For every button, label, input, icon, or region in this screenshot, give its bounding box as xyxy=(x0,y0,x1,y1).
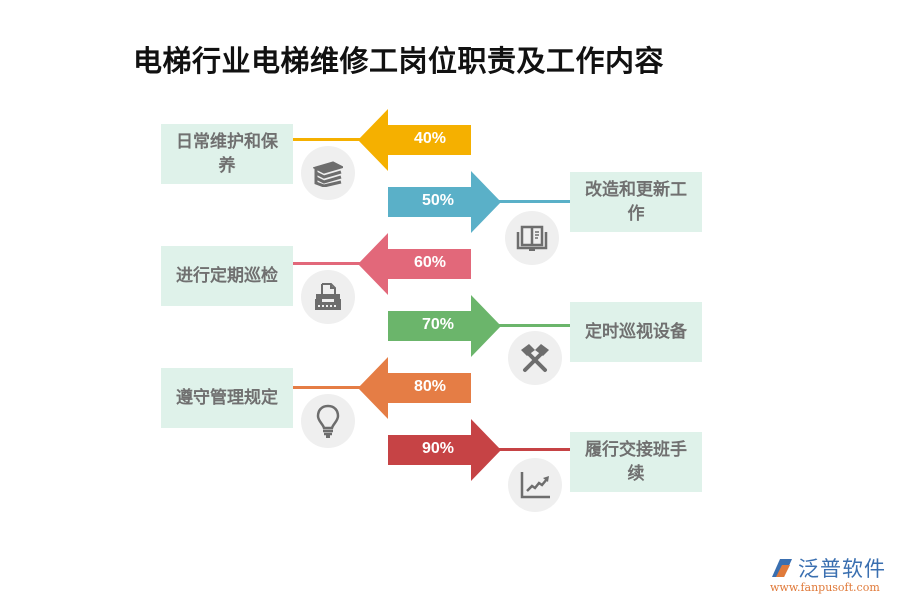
percent-label: 70% xyxy=(421,316,455,333)
connector-line xyxy=(293,386,360,389)
label-box-periodic-inspection: 进行定期巡检 xyxy=(161,246,293,306)
arrow-right-90 xyxy=(388,419,502,481)
line-chart-icon xyxy=(508,458,562,512)
arrow-right-70 xyxy=(388,295,502,357)
percent-label: 60% xyxy=(413,254,447,271)
arrow-right-50 xyxy=(388,171,502,233)
page-title: 电梯行业电梯维修工岗位职责及工作内容 xyxy=(133,44,665,78)
percent-label: 80% xyxy=(413,378,447,395)
label-text: 日常维护和保养 xyxy=(176,132,278,176)
books-icon xyxy=(301,146,355,200)
open-book-icon xyxy=(505,211,559,265)
brand-logo: 泛普软件 www.fanpusoft.com xyxy=(770,553,895,594)
label-text: 定时巡视设备 xyxy=(585,322,687,342)
label-box-equipment-patrol: 定时巡视设备 xyxy=(570,302,702,362)
lightbulb-icon xyxy=(301,394,355,448)
percent-label: 40% xyxy=(413,130,447,147)
typewriter-icon xyxy=(301,270,355,324)
connector-line xyxy=(293,262,360,265)
connector-line xyxy=(499,200,570,203)
label-box-shift-handover: 履行交接班手续 xyxy=(570,432,702,492)
arrow-left-80 xyxy=(358,357,472,419)
label-text: 遵守管理规定 xyxy=(176,388,278,408)
label-box-comply-regulations: 遵守管理规定 xyxy=(161,368,293,428)
label-text: 进行定期巡检 xyxy=(176,266,278,286)
percent-label: 90% xyxy=(421,440,455,457)
label-box-daily-maintenance: 日常维护和保养 xyxy=(161,124,293,184)
label-box-renovation: 改造和更新工作 xyxy=(570,172,702,232)
arrow-left-60 xyxy=(358,233,472,295)
connector-line xyxy=(293,138,360,141)
label-text: 改造和更新工作 xyxy=(585,180,687,224)
connector-line xyxy=(499,448,570,451)
brand-url: www.fanpusoft.com xyxy=(770,581,880,594)
percent-label: 50% xyxy=(421,192,455,209)
brand-name: 泛普软件 xyxy=(798,557,886,581)
brand-logo-icon xyxy=(772,559,792,577)
crossed-hammers-icon xyxy=(508,331,562,385)
arrow-left-40 xyxy=(358,109,472,171)
connector-line xyxy=(499,324,570,327)
label-text: 履行交接班手续 xyxy=(585,440,687,484)
